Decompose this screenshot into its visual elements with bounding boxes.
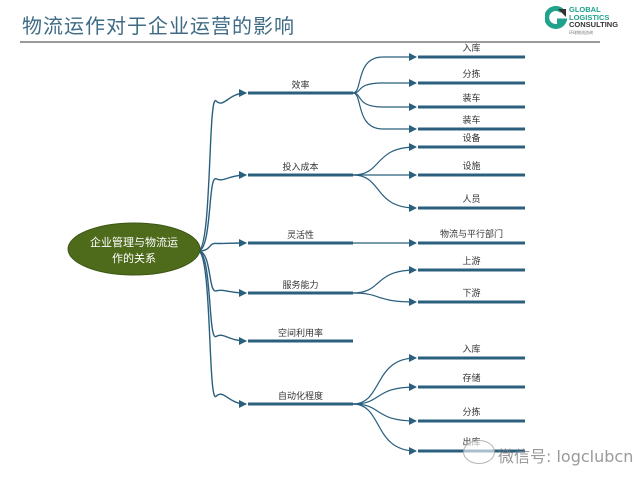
child-label[interactable]: 存储 [462, 372, 480, 384]
child-connector [352, 354, 417, 405]
child-connector [352, 292, 417, 306]
branch-label[interactable]: 服务能力 [282, 279, 318, 291]
branch-label[interactable]: 自动化程度 [278, 390, 323, 402]
logo-line-2: LOGISTICS [569, 12, 610, 22]
child-label[interactable]: 设施 [462, 160, 480, 172]
child-connector [352, 53, 417, 94]
child-label[interactable]: 上游 [462, 255, 480, 267]
logo-subtitle: 环球物流咨询 [569, 30, 593, 35]
root-node-label-line-2: 作的关系 [112, 251, 156, 265]
child-label[interactable]: 物流与平行部门 [440, 228, 503, 240]
child-connector [352, 403, 417, 455]
child-connector [352, 92, 417, 133]
wechat-icon [463, 440, 495, 464]
branch-label[interactable]: 空间利用率 [278, 327, 323, 339]
child-connector [352, 143, 417, 176]
logo-g-icon [544, 5, 568, 29]
child-connector [352, 403, 417, 425]
logo-line-3: CONSULTING [569, 20, 619, 29]
root-node[interactable]: 企业管理与物流运 作的关系 [67, 222, 201, 276]
company-logo: GLOBAL LOGISTICS CONSULTING 环球物流咨询 [544, 5, 635, 38]
branch-connector [197, 89, 247, 252]
child-connector [352, 79, 417, 94]
child-label[interactable]: 下游 [462, 287, 480, 299]
child-connector [352, 383, 417, 405]
branch-connector [197, 250, 247, 345]
child-label[interactable]: 设备 [462, 132, 480, 144]
child-connector [352, 174, 417, 212]
branch-label[interactable]: 灵活性 [287, 229, 314, 241]
child-label[interactable]: 人员 [462, 194, 480, 205]
child-label[interactable]: 入库 [462, 42, 480, 54]
watermark: 微信号: logclubcn [498, 447, 634, 466]
slide-title: 物流运作对于企业运营的影响 [22, 14, 295, 38]
branch-connector [197, 239, 247, 252]
branch-label[interactable]: 投入成本 [282, 161, 318, 173]
child-connector [352, 92, 417, 111]
branch-connector [197, 250, 247, 408]
child-label[interactable]: 分拣 [462, 406, 480, 418]
root-node-label-line-1: 企业管理与物流运 [90, 235, 178, 249]
child-label[interactable]: 装车 [462, 114, 480, 126]
child-label[interactable]: 入库 [462, 343, 480, 355]
child-connector [352, 266, 417, 294]
child-label[interactable]: 分拣 [462, 68, 480, 80]
branch-label[interactable]: 效率 [291, 79, 309, 91]
branch-connector [197, 250, 247, 297]
logo-wordmark: GLOBAL LOGISTICS CONSULTING [569, 6, 618, 29]
title-divider [20, 41, 600, 43]
logo-line-1: GLOBAL [569, 5, 601, 14]
child-label[interactable]: 装车 [462, 92, 480, 104]
branch-connector [197, 171, 247, 252]
